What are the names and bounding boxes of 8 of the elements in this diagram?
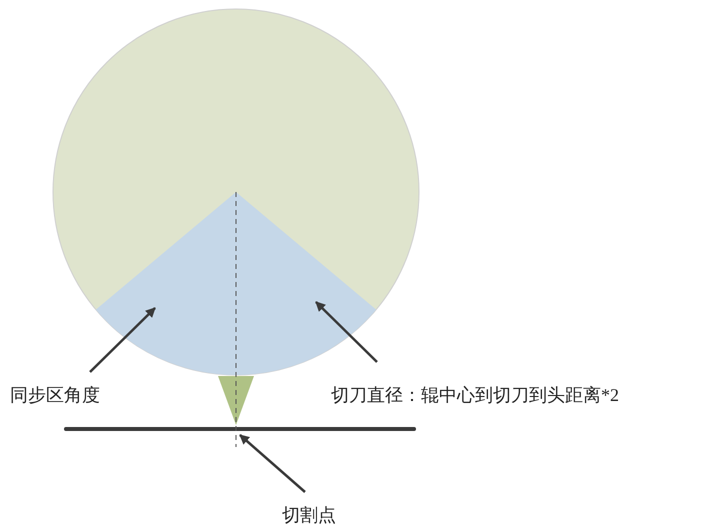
arrow <box>239 434 306 493</box>
arrow <box>315 301 378 363</box>
callout-label: 同步区角度 <box>10 385 100 405</box>
sync-zone-sector <box>96 192 376 375</box>
cutting-base-line <box>64 427 416 431</box>
callout-label: 切刀直径：辊中心到切刀到头距离*2 <box>331 385 619 405</box>
callout-label: 切割点 <box>282 505 336 525</box>
arrow <box>89 307 156 373</box>
